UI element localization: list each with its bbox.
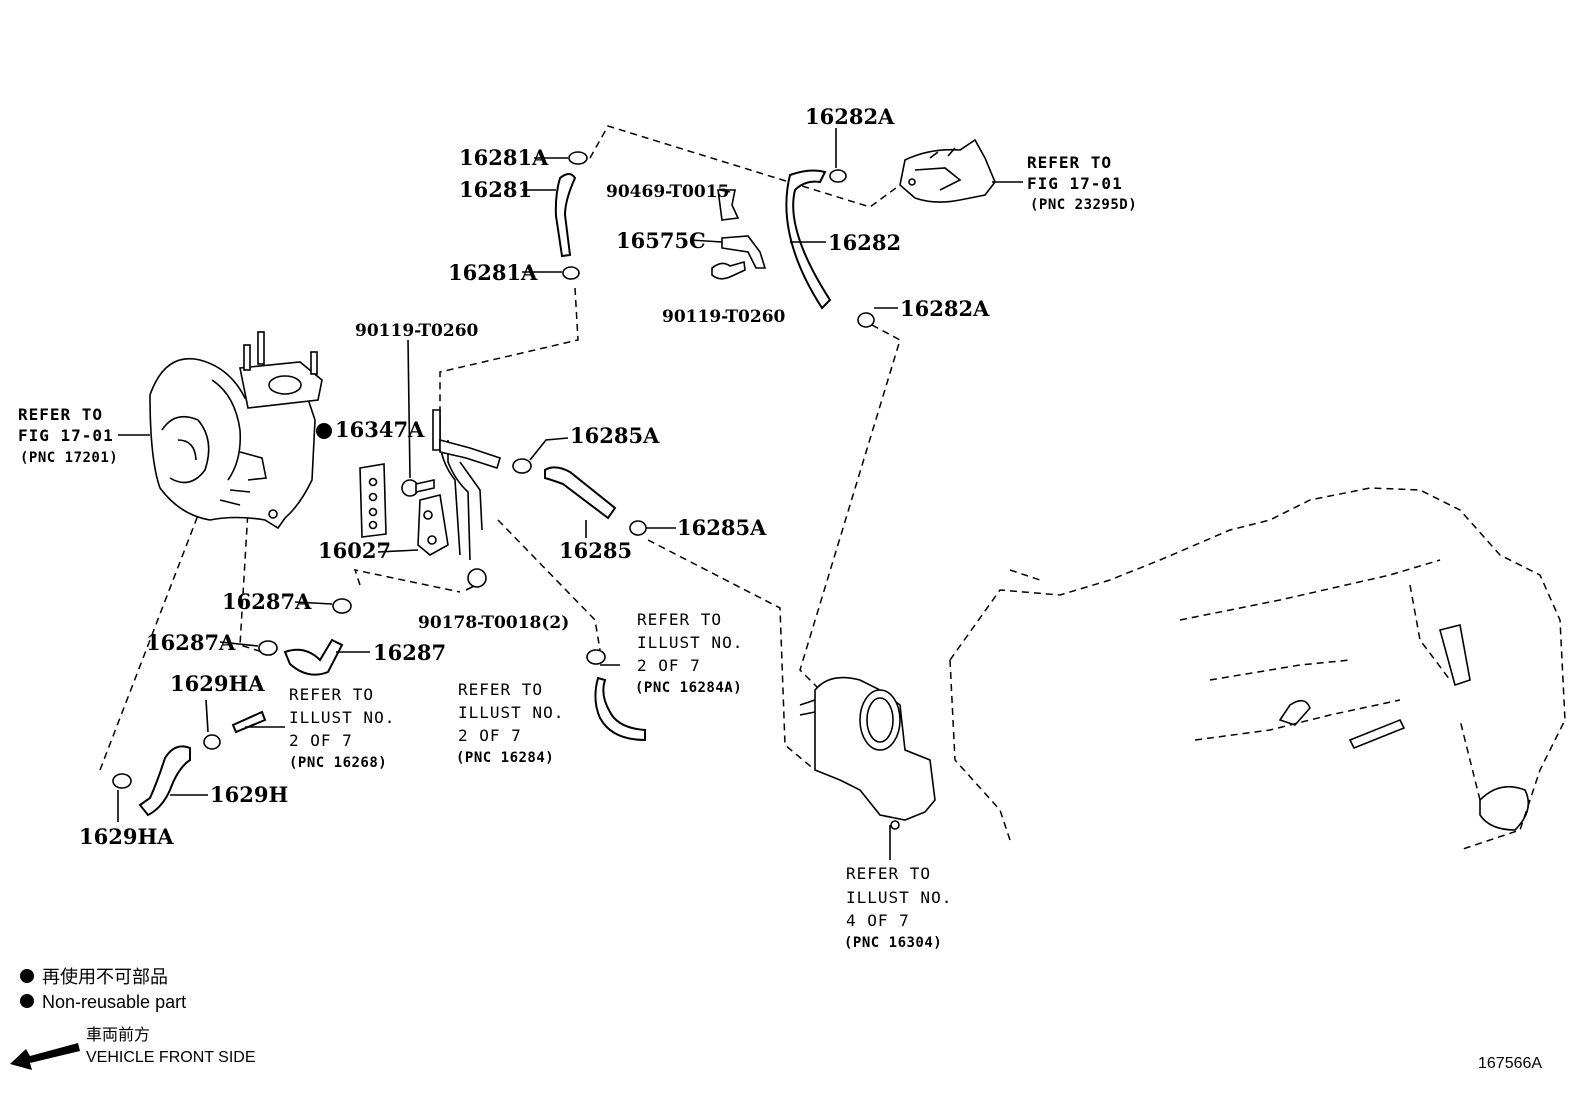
ref-fig-left-pnc: (PNC 17201) <box>20 450 118 466</box>
label-1629HA-top: 1629HA <box>170 671 265 696</box>
ref-16284-l2: ILLUST NO. <box>458 703 564 722</box>
ref-fig-top-right-pnc: (PNC 23295D) <box>1030 197 1137 213</box>
label-16285: 16285 <box>559 538 632 563</box>
legend-en-front: VEHICLE FRONT SIDE <box>86 1049 256 1066</box>
ref-fig-top-right-l2: FIG 17-01 <box>1027 174 1123 193</box>
label-16287A-top: 16287A <box>222 589 312 614</box>
tube-assembly <box>417 409 501 561</box>
reference-notes: REFER TO FIG 17-01 (PNC 23295D) REFER TO… <box>18 153 1137 951</box>
legend-en-nonreusable: Non-reusable part <box>42 992 186 1012</box>
ref-16284A-pnc: (PNC 16284A) <box>635 680 742 696</box>
label-16281A-bottom: 16281A <box>448 260 538 285</box>
ref-16304-pnc: (PNC 16304) <box>844 935 942 951</box>
control-valve <box>899 138 996 203</box>
ref-fig-top-right-l1: REFER TO <box>1027 153 1112 172</box>
label-90178-T0018: 90178-T0018(2) <box>418 613 569 633</box>
label-16285A-top: 16285A <box>570 423 660 448</box>
label-16282A-top: 16282A <box>805 104 895 129</box>
label-16281: 16281 <box>459 177 532 202</box>
ref-16284A-l2: ILLUST NO. <box>637 633 743 652</box>
label-16575C: 16575C <box>616 228 706 253</box>
label-16282: 16282 <box>828 230 901 255</box>
dashed-connectors <box>99 125 901 771</box>
leader-lines <box>117 128 1023 860</box>
ref-16268-pnc: (PNC 16268) <box>289 755 387 771</box>
label-90119-T0260-right: 90119-T0260 <box>662 307 786 327</box>
label-16027: 16027 <box>318 538 391 563</box>
engine-outline <box>949 487 1566 851</box>
part-labels: 16281A 16281 16281A 16282A 90469-T0015 1… <box>79 104 990 849</box>
label-16287: 16287 <box>373 640 446 665</box>
label-1629H: 1629H <box>210 782 288 807</box>
ref-fig-left-l2: FIG 17-01 <box>18 426 114 445</box>
non-reusable-dot-icon <box>316 423 332 439</box>
front-arrow-icon <box>10 1043 80 1070</box>
ref-16304-l1: REFER TO <box>846 864 931 883</box>
ref-16268-l2: ILLUST NO. <box>289 708 395 727</box>
label-90469-T0015: 90469-T0015 <box>606 182 729 202</box>
label-16347A: 16347A <box>335 417 425 442</box>
bolts <box>401 189 767 588</box>
ref-16284-l1: REFER TO <box>458 680 543 699</box>
legend-dot-icon-jp <box>20 969 34 983</box>
label-16287A-bottom: 16287A <box>146 630 236 655</box>
turbo-housing <box>149 331 323 530</box>
ref-16284A-l1: REFER TO <box>637 610 722 629</box>
ref-16284-pnc: (PNC 16284) <box>456 750 554 766</box>
legend-jp-front: 車両前方 <box>86 1026 150 1044</box>
legend-jp-nonreusable: 再使用不可部品 <box>42 967 168 987</box>
legend: 再使用不可部品 Non-reusable part 車両前方 VEHICLE F… <box>10 967 256 1070</box>
label-16281A-top: 16281A <box>459 145 549 170</box>
ref-16284A-l3: 2 OF 7 <box>637 656 701 675</box>
label-16285A-bottom: 16285A <box>677 515 767 540</box>
label-1629HA-bottom: 1629HA <box>79 824 174 849</box>
ref-16268-l1: REFER TO <box>289 685 374 704</box>
hoses <box>138 169 832 817</box>
diagram-id: 167566A <box>1478 1055 1542 1072</box>
water-outlet <box>799 676 936 830</box>
ref-fig-left-l1: REFER TO <box>18 405 103 424</box>
ref-16268-l3: 2 OF 7 <box>289 731 353 750</box>
label-16282A-bottom: 16282A <box>900 296 990 321</box>
label-90119-T0260-left: 90119-T0260 <box>355 321 479 341</box>
ref-16304-l2: ILLUST NO. <box>846 888 952 907</box>
legend-dot-icon-en <box>20 994 34 1008</box>
ref-16284-l3: 2 OF 7 <box>458 726 522 745</box>
gasket-16347A <box>359 463 387 538</box>
ref-16304-l3: 4 OF 7 <box>846 911 910 930</box>
